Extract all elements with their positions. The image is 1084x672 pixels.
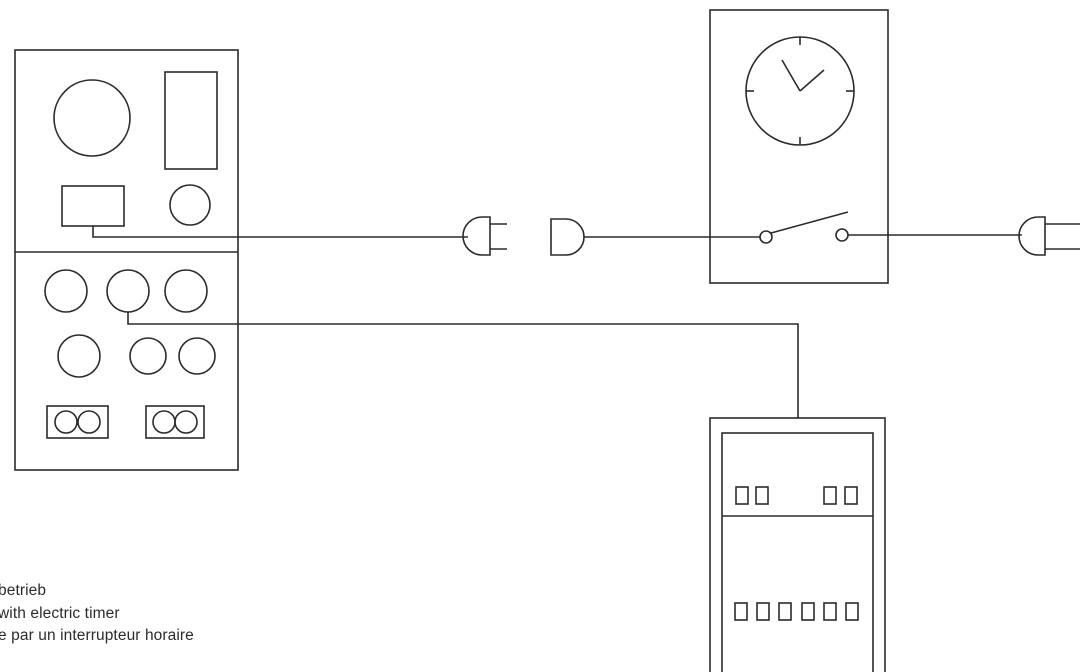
control-unit [14,49,239,471]
small-dial [169,184,211,226]
plug-male-right [1018,216,1080,256]
terminal-9 [823,602,837,621]
distribution-box [709,417,886,672]
plug-male-left [462,216,507,256]
caption-english: with electric timer [0,605,120,622]
terminal-2 [755,486,769,505]
terminal-6 [756,602,770,621]
switch-icon [710,211,888,244]
socket-left-1 [54,410,78,434]
caption-french: e par un interrupteur horaire [0,627,194,644]
terminal-4 [844,486,858,505]
caption-german: betrieb [0,582,47,599]
distribution-box-inner [721,432,874,672]
knob-1 [44,269,88,313]
timer-frame [709,9,889,284]
socket-right-1 [152,410,176,434]
terminal-10 [845,602,859,621]
knob-2 [106,269,150,313]
socket-panel-left [46,405,109,439]
clock-icon [745,36,855,146]
terminal-5 [734,602,748,621]
terminal-3 [823,486,837,505]
plug-female [550,218,585,256]
timer-unit [709,9,889,284]
control-unit-frame [14,49,239,471]
socket-right-2 [174,410,198,434]
large-dial [53,79,131,157]
terminal-8 [801,602,815,621]
socket-panel-right [145,405,205,439]
terminal-7 [778,602,792,621]
meter-display [164,71,218,170]
power-wire [92,226,468,238]
socket-left-2 [77,410,101,434]
terminal-1 [735,486,749,505]
control-wire [127,312,799,418]
control-switch-box [61,185,125,227]
knob-4 [57,334,101,378]
distribution-box-outer [709,417,886,672]
knob-6 [178,337,216,375]
knob-3 [164,269,208,313]
knob-5 [129,337,167,375]
